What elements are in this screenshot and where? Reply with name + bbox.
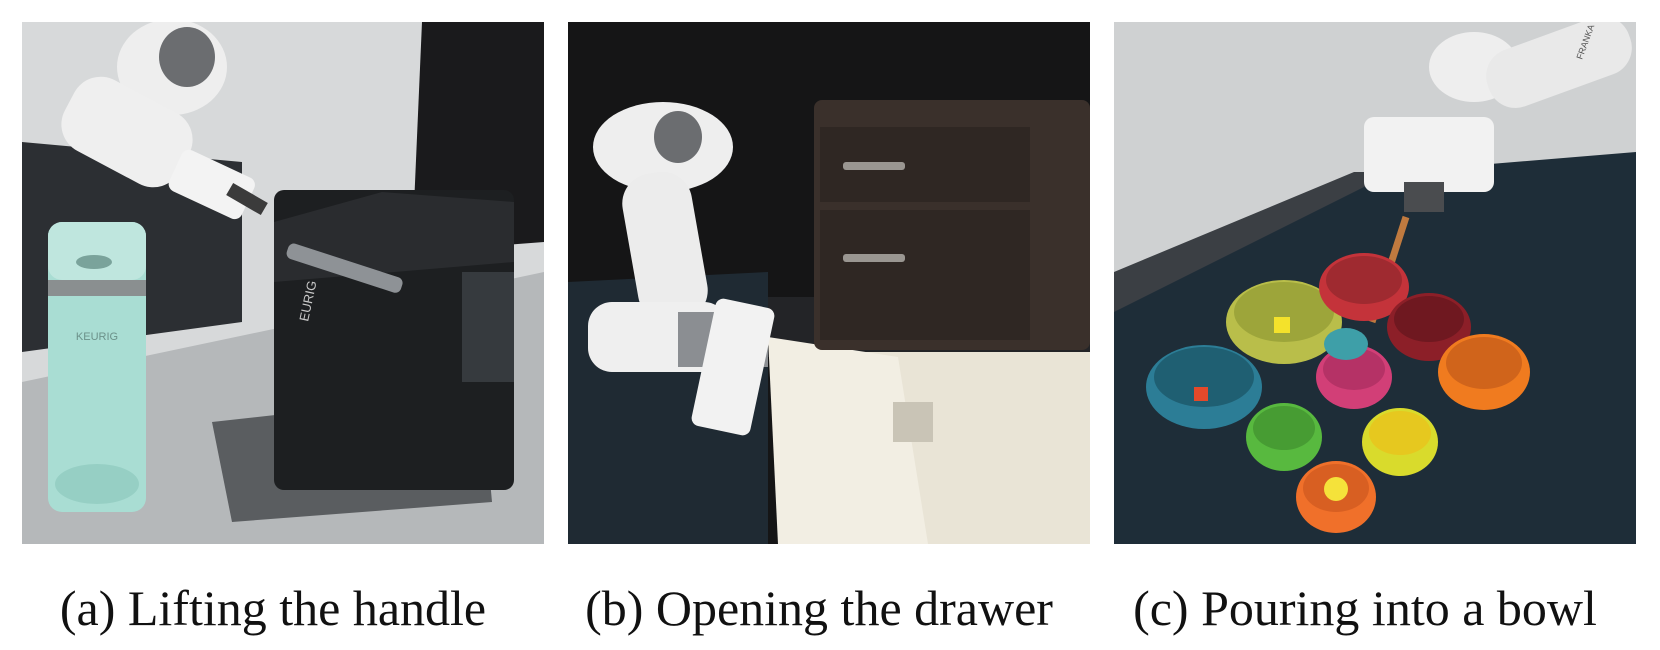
mint-coffee-maker-lid [48,222,146,280]
mint-machine-label: KEURIG [76,331,118,343]
open-drawer-front [768,337,928,544]
robot-upper-arm [1486,22,1632,108]
drawer-slide [893,402,933,442]
top-drawer-pull [843,162,905,170]
photo-a-scene: KEURIG EURIG [22,22,544,544]
mint-band [48,280,146,296]
bowl-teal-inside [1154,347,1254,407]
cube-red [1194,387,1208,401]
bowl-olive-inside [1234,282,1334,342]
caption-c: (c) Pouring into a bowl [1133,580,1597,636]
machine-handle [286,243,403,293]
bowl-orange-inside [1446,337,1522,389]
mint-drip-tray [55,464,139,504]
bowl-red-inside [1326,256,1402,304]
robot-joint [159,27,215,87]
cube-yellow [1274,317,1290,333]
mint-lid-dial [76,255,112,269]
photo-pouring-bowl: FRANKA [1114,22,1636,544]
gripper-fingers [1404,182,1444,212]
spoon-bowl [1324,328,1368,360]
bowl-yellow-inside [1369,411,1431,455]
robot-gripper [168,149,255,220]
bowl-maroon-inside [1394,296,1464,342]
photo-lifting-handle: KEURIG EURIG [22,22,544,544]
robot-gripper [691,298,775,436]
photo-b-scene [568,22,1090,544]
robot-forearm [61,76,193,188]
wicker-bottom-drawer [820,210,1030,340]
caption-b: (b) Opening the drawer [585,580,1053,636]
gripper-fingers [226,182,268,216]
rail-table [1114,152,1636,544]
robot-forearm [622,171,708,323]
yellow-ring [1324,477,1348,501]
robot-elbow-joint [654,111,702,163]
photo-opening-drawer [568,22,1090,544]
water-reservoir [462,272,514,382]
bowl-green-inside [1253,406,1315,450]
bottom-drawer-pull [843,254,905,262]
caption-a: (a) Lifting the handle [59,580,487,636]
carpet-strip [1114,172,1394,312]
robot-gripper-body [1364,117,1494,192]
photo-c-scene: FRANKA [1114,22,1636,544]
